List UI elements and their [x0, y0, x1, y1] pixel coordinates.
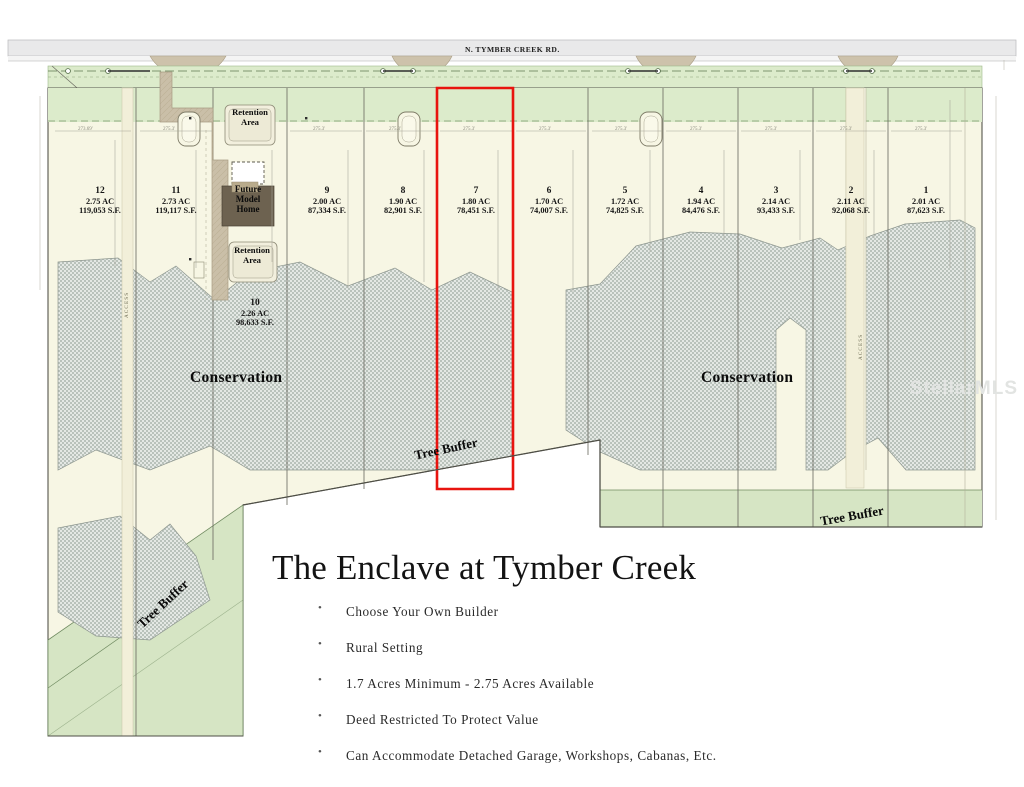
bullet-icon: •: [318, 746, 323, 758]
lot-number: 9: [324, 186, 330, 196]
dimension-label: 275.3': [389, 127, 402, 132]
lot-label: 10 2.26 AC 98,633 S.F.: [225, 298, 285, 327]
lot-label: 9 2.00 AC 87,334 S.F.: [299, 186, 355, 215]
lot-square-feet: 87,334 S.F.: [308, 205, 346, 215]
bullet-icon: •: [318, 638, 323, 650]
lot-number: 4: [698, 186, 704, 196]
page-title: The Enclave at Tymber Creek: [272, 548, 697, 587]
bullet-icon: •: [318, 710, 323, 722]
list-item-label: Choose Your Own Builder: [346, 604, 499, 619]
lot-label: 4 1.94 AC 84,476 S.F.: [673, 186, 729, 215]
dimension-label: 275.3': [765, 127, 778, 132]
south-boundary: [48, 439, 982, 737]
lot-label: 1 2.01 AC 87,623 S.F.: [898, 186, 954, 215]
lot-label: 2 2.11 AC 92,068 S.F.: [823, 186, 879, 215]
list-item: • 1.7 Acres Minimum - 2.75 Acres Availab…: [272, 674, 972, 692]
list-item-label: 1.7 Acres Minimum - 2.75 Acres Available: [346, 676, 595, 691]
lot-square-feet: 84,476 S.F.: [682, 205, 720, 215]
dimension-label: 275.3': [463, 127, 476, 132]
lot-number: 5: [622, 186, 628, 196]
lot-label: 5 1.72 AC 74,825 S.F.: [597, 186, 653, 215]
lot-label: 12 2.75 AC 119,053 S.F.: [70, 186, 130, 215]
lot-square-feet: 78,451 S.F.: [457, 205, 495, 215]
lot-number: 8: [400, 186, 406, 196]
lot-square-feet: 119,117 S.F.: [155, 205, 197, 215]
dimension-label: 275.3': [615, 127, 628, 132]
road-label: N. TYMBER CREEK RD.: [465, 45, 560, 54]
lot-acreage: 2.11 AC: [837, 196, 865, 206]
list-item: • Choose Your Own Builder: [272, 602, 972, 620]
bullet-icon: •: [318, 602, 323, 614]
lot-acreage: 2.01 AC: [911, 196, 941, 206]
lot-square-feet: 74,007 S.F.: [530, 205, 568, 215]
lot-label: 11 2.73 AC 119,117 S.F.: [145, 186, 207, 215]
lot-acreage: 2.75 AC: [85, 196, 115, 206]
access-label-west: ACCESS: [124, 291, 130, 318]
retention-area-label-north: Retention Area: [222, 107, 278, 128]
lot-acreage: 1.72 AC: [610, 196, 640, 206]
lot-number: 3: [773, 186, 779, 196]
lot-label: 6 1.70 AC 74,007 S.F.: [521, 186, 577, 215]
lot-label: 8 1.90 AC 82,901 S.F.: [375, 186, 431, 215]
lot-square-feet: 87,623 S.F.: [907, 205, 945, 215]
dimension-label: 273.69': [78, 127, 93, 132]
lot-number: 1: [923, 186, 929, 196]
list-item-label: Deed Restricted To Protect Value: [346, 712, 539, 727]
list-item: • Can Accommodate Detached Garage, Works…: [272, 746, 972, 764]
lot-number: 7: [473, 186, 479, 196]
model-home-line-1: Future: [234, 184, 262, 194]
dimension-label: 275.3': [313, 127, 326, 132]
lot-square-feet: 119,053 S.F.: [79, 205, 121, 215]
lot-acreage: 1.94 AC: [686, 196, 716, 206]
lot-acreage: 2.00 AC: [312, 196, 342, 206]
lot-acreage: 1.90 AC: [388, 196, 418, 206]
lot-square-feet: 98,633 S.F.: [236, 317, 274, 327]
lot-acreage: 2.73 AC: [161, 196, 191, 206]
conservation-label-east: Conservation: [701, 369, 794, 386]
dimension-label: 275.3': [840, 127, 853, 132]
dimension-label: 275.3': [163, 127, 176, 132]
lot-number: 10: [250, 298, 260, 308]
watermark: StellarMLS: [909, 378, 1018, 399]
lot-label: 3 2.14 AC 93,433 S.F.: [748, 186, 804, 215]
lot-acreage: 1.70 AC: [534, 196, 564, 206]
marketing-block: The Enclave at Tymber Creek • Choose You…: [272, 548, 972, 784]
lot-number: 6: [546, 186, 552, 196]
access-label-east: ACCESS: [858, 333, 864, 360]
dimension-lines: [39, 60, 1005, 520]
retention-line-2: Area: [243, 254, 261, 265]
list-item: • Deed Restricted To Protect Value: [272, 710, 972, 728]
lot-square-feet: 93,433 S.F.: [757, 205, 795, 215]
dimension-label: 275.3': [690, 127, 703, 132]
list-item: • Rural Setting: [272, 638, 972, 656]
lot-square-feet: 82,901 S.F.: [384, 205, 422, 215]
conservation-areas: [57, 88, 976, 641]
list-item-label: Can Accommodate Detached Garage, Worksho…: [346, 748, 717, 763]
conservation-label-west: Conservation: [190, 369, 283, 386]
model-home-line-2: Model: [235, 194, 261, 205]
model-home-complex: [159, 71, 663, 301]
list-item-label: Rural Setting: [346, 640, 424, 655]
lot-square-feet: 74,825 S.F.: [606, 205, 644, 215]
lot-acreage: 1.80 AC: [461, 196, 491, 206]
lot-acreage: 2.26 AC: [240, 308, 270, 318]
highlighted-lot-outline: [435, 86, 515, 491]
lot-label-highlighted: 7 1.80 AC 78,451 S.F.: [448, 186, 504, 215]
lot-number: 11: [171, 186, 181, 196]
lot-number: 2: [848, 186, 854, 196]
dimension-label: 275.3': [539, 127, 552, 132]
retention-line-2: Area: [241, 116, 259, 127]
retention-line-1: Retention: [232, 107, 268, 117]
bullet-icon: •: [318, 674, 323, 686]
dimension-label: 275.3': [915, 127, 928, 132]
future-model-home-label: Future Model Home: [220, 184, 276, 214]
model-home-line-3: Home: [236, 204, 260, 215]
lot-square-feet: 92,068 S.F.: [832, 205, 870, 215]
retention-area-label-south: Retention Area: [224, 245, 280, 266]
lot-number: 12: [95, 186, 105, 196]
feature-list: • Choose Your Own Builder • Rural Settin…: [272, 602, 972, 764]
lot-acreage: 2.14 AC: [761, 196, 791, 206]
retention-line-1: Retention: [234, 245, 270, 255]
